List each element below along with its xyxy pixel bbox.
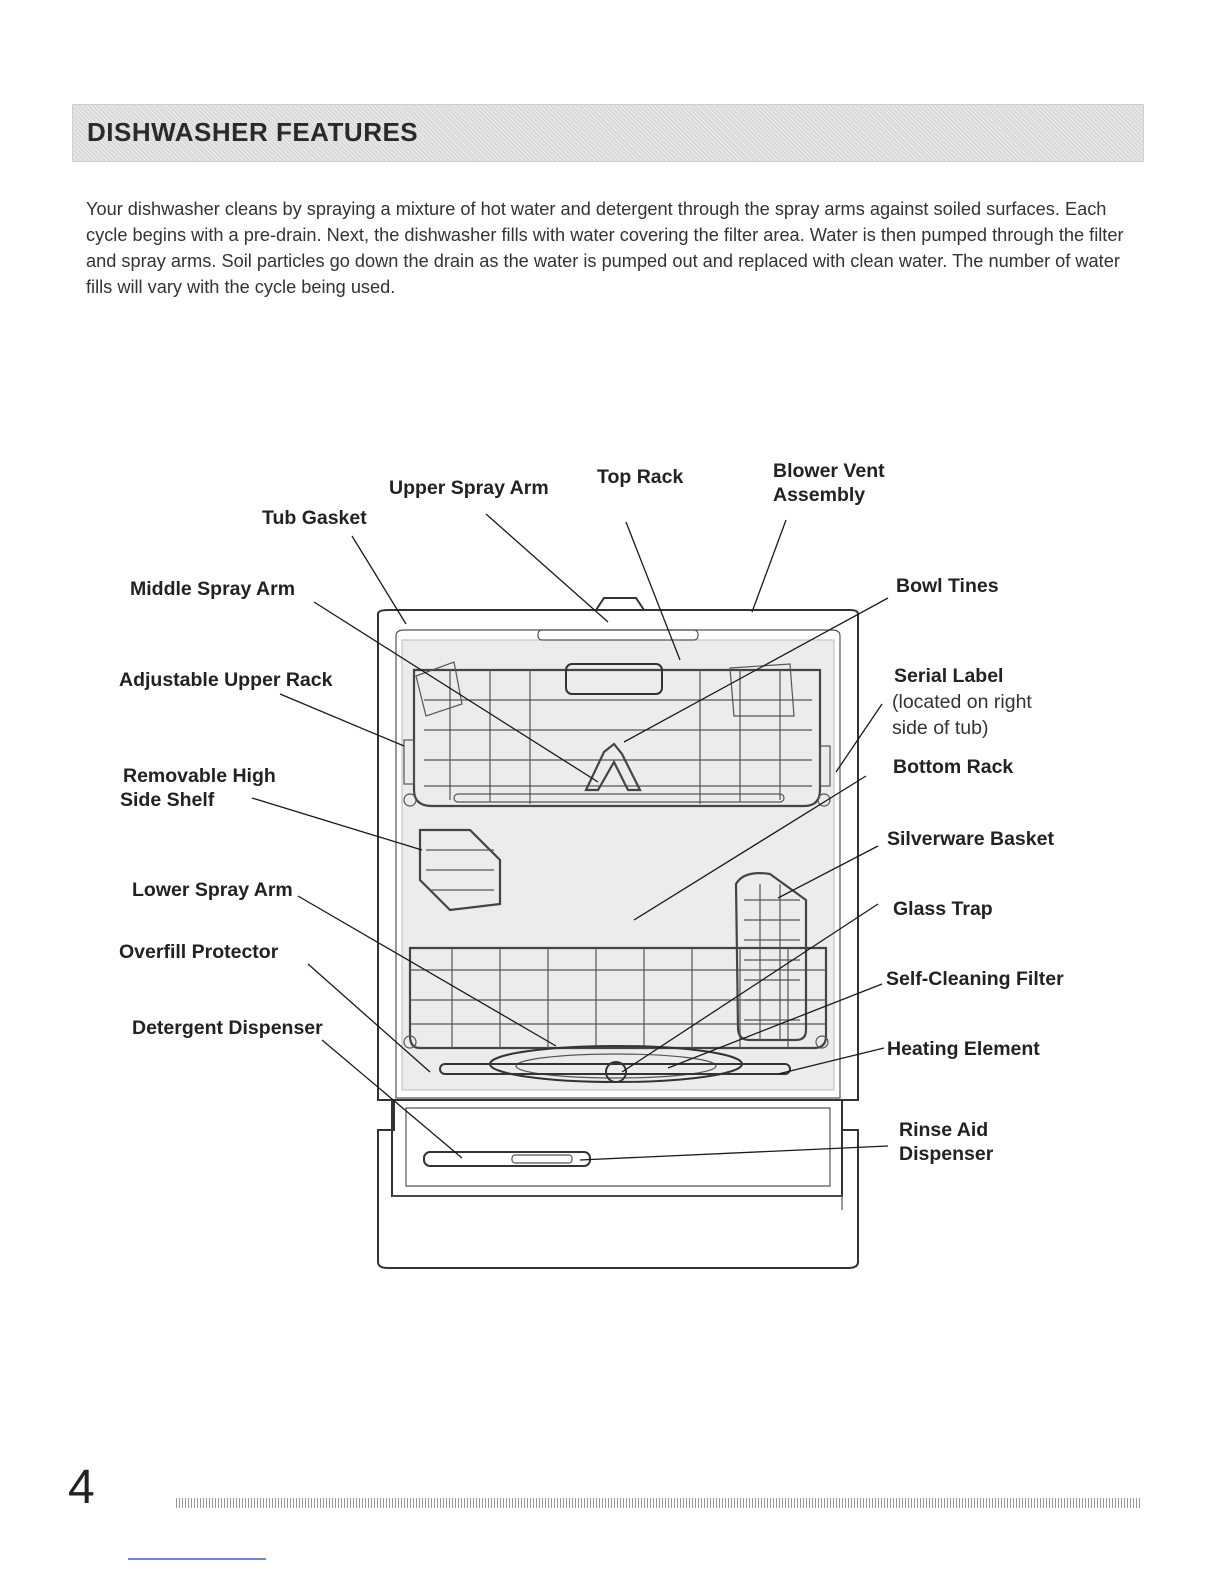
label-heating-element: Heating Element bbox=[887, 1038, 1040, 1060]
dishwasher-illustration bbox=[377, 597, 859, 1269]
dishwasher-diagram: Upper Spray Arm Top Rack Blower Vent Ass… bbox=[119, 460, 1064, 1269]
intro-paragraph: Your dishwasher cleans by spraying a mix… bbox=[86, 199, 1124, 297]
section-title: DISHWASHER FEATURES bbox=[87, 117, 419, 147]
label-removable-high-line1: Removable High bbox=[123, 765, 276, 787]
diagram-labels: Upper Spray Arm Top Rack Blower Vent Ass… bbox=[119, 460, 1064, 1165]
label-serial-note-line2: side of tub) bbox=[892, 717, 988, 739]
label-blower-vent-line2: Assembly bbox=[773, 484, 865, 506]
label-overfill-protector: Overfill Protector bbox=[119, 941, 279, 963]
footer-rule bbox=[176, 1498, 1142, 1508]
label-removable-high-line2: Side Shelf bbox=[120, 789, 215, 811]
page-number: 4 bbox=[68, 1461, 95, 1514]
label-bottom-rack: Bottom Rack bbox=[893, 756, 1013, 778]
footer-underline bbox=[128, 1558, 266, 1560]
label-self-cleaning-filter: Self-Cleaning Filter bbox=[886, 968, 1064, 990]
label-silverware-basket: Silverware Basket bbox=[887, 828, 1054, 850]
label-serial-note-line1: (located on right bbox=[892, 691, 1032, 713]
label-tub-gasket: Tub Gasket bbox=[262, 507, 367, 529]
label-bowl-tines: Bowl Tines bbox=[896, 575, 999, 597]
label-lower-spray-arm: Lower Spray Arm bbox=[132, 879, 293, 901]
leader-lines bbox=[251, 513, 889, 1161]
label-rinse-aid-line1: Rinse Aid bbox=[899, 1119, 988, 1141]
section-header-bar: DISHWASHER FEATURES bbox=[72, 104, 1144, 162]
label-middle-spray-arm: Middle Spray Arm bbox=[130, 578, 295, 600]
label-adjustable-upper-rack: Adjustable Upper Rack bbox=[119, 669, 333, 691]
label-detergent-dispenser: Detergent Dispenser bbox=[132, 1017, 323, 1039]
label-upper-spray-arm: Upper Spray Arm bbox=[389, 477, 549, 499]
label-blower-vent-line1: Blower Vent bbox=[773, 460, 885, 482]
label-rinse-aid-line2: Dispenser bbox=[899, 1143, 994, 1165]
label-glass-trap: Glass Trap bbox=[893, 898, 993, 920]
label-serial-label: Serial Label bbox=[894, 665, 1003, 687]
label-top-rack: Top Rack bbox=[597, 466, 683, 488]
